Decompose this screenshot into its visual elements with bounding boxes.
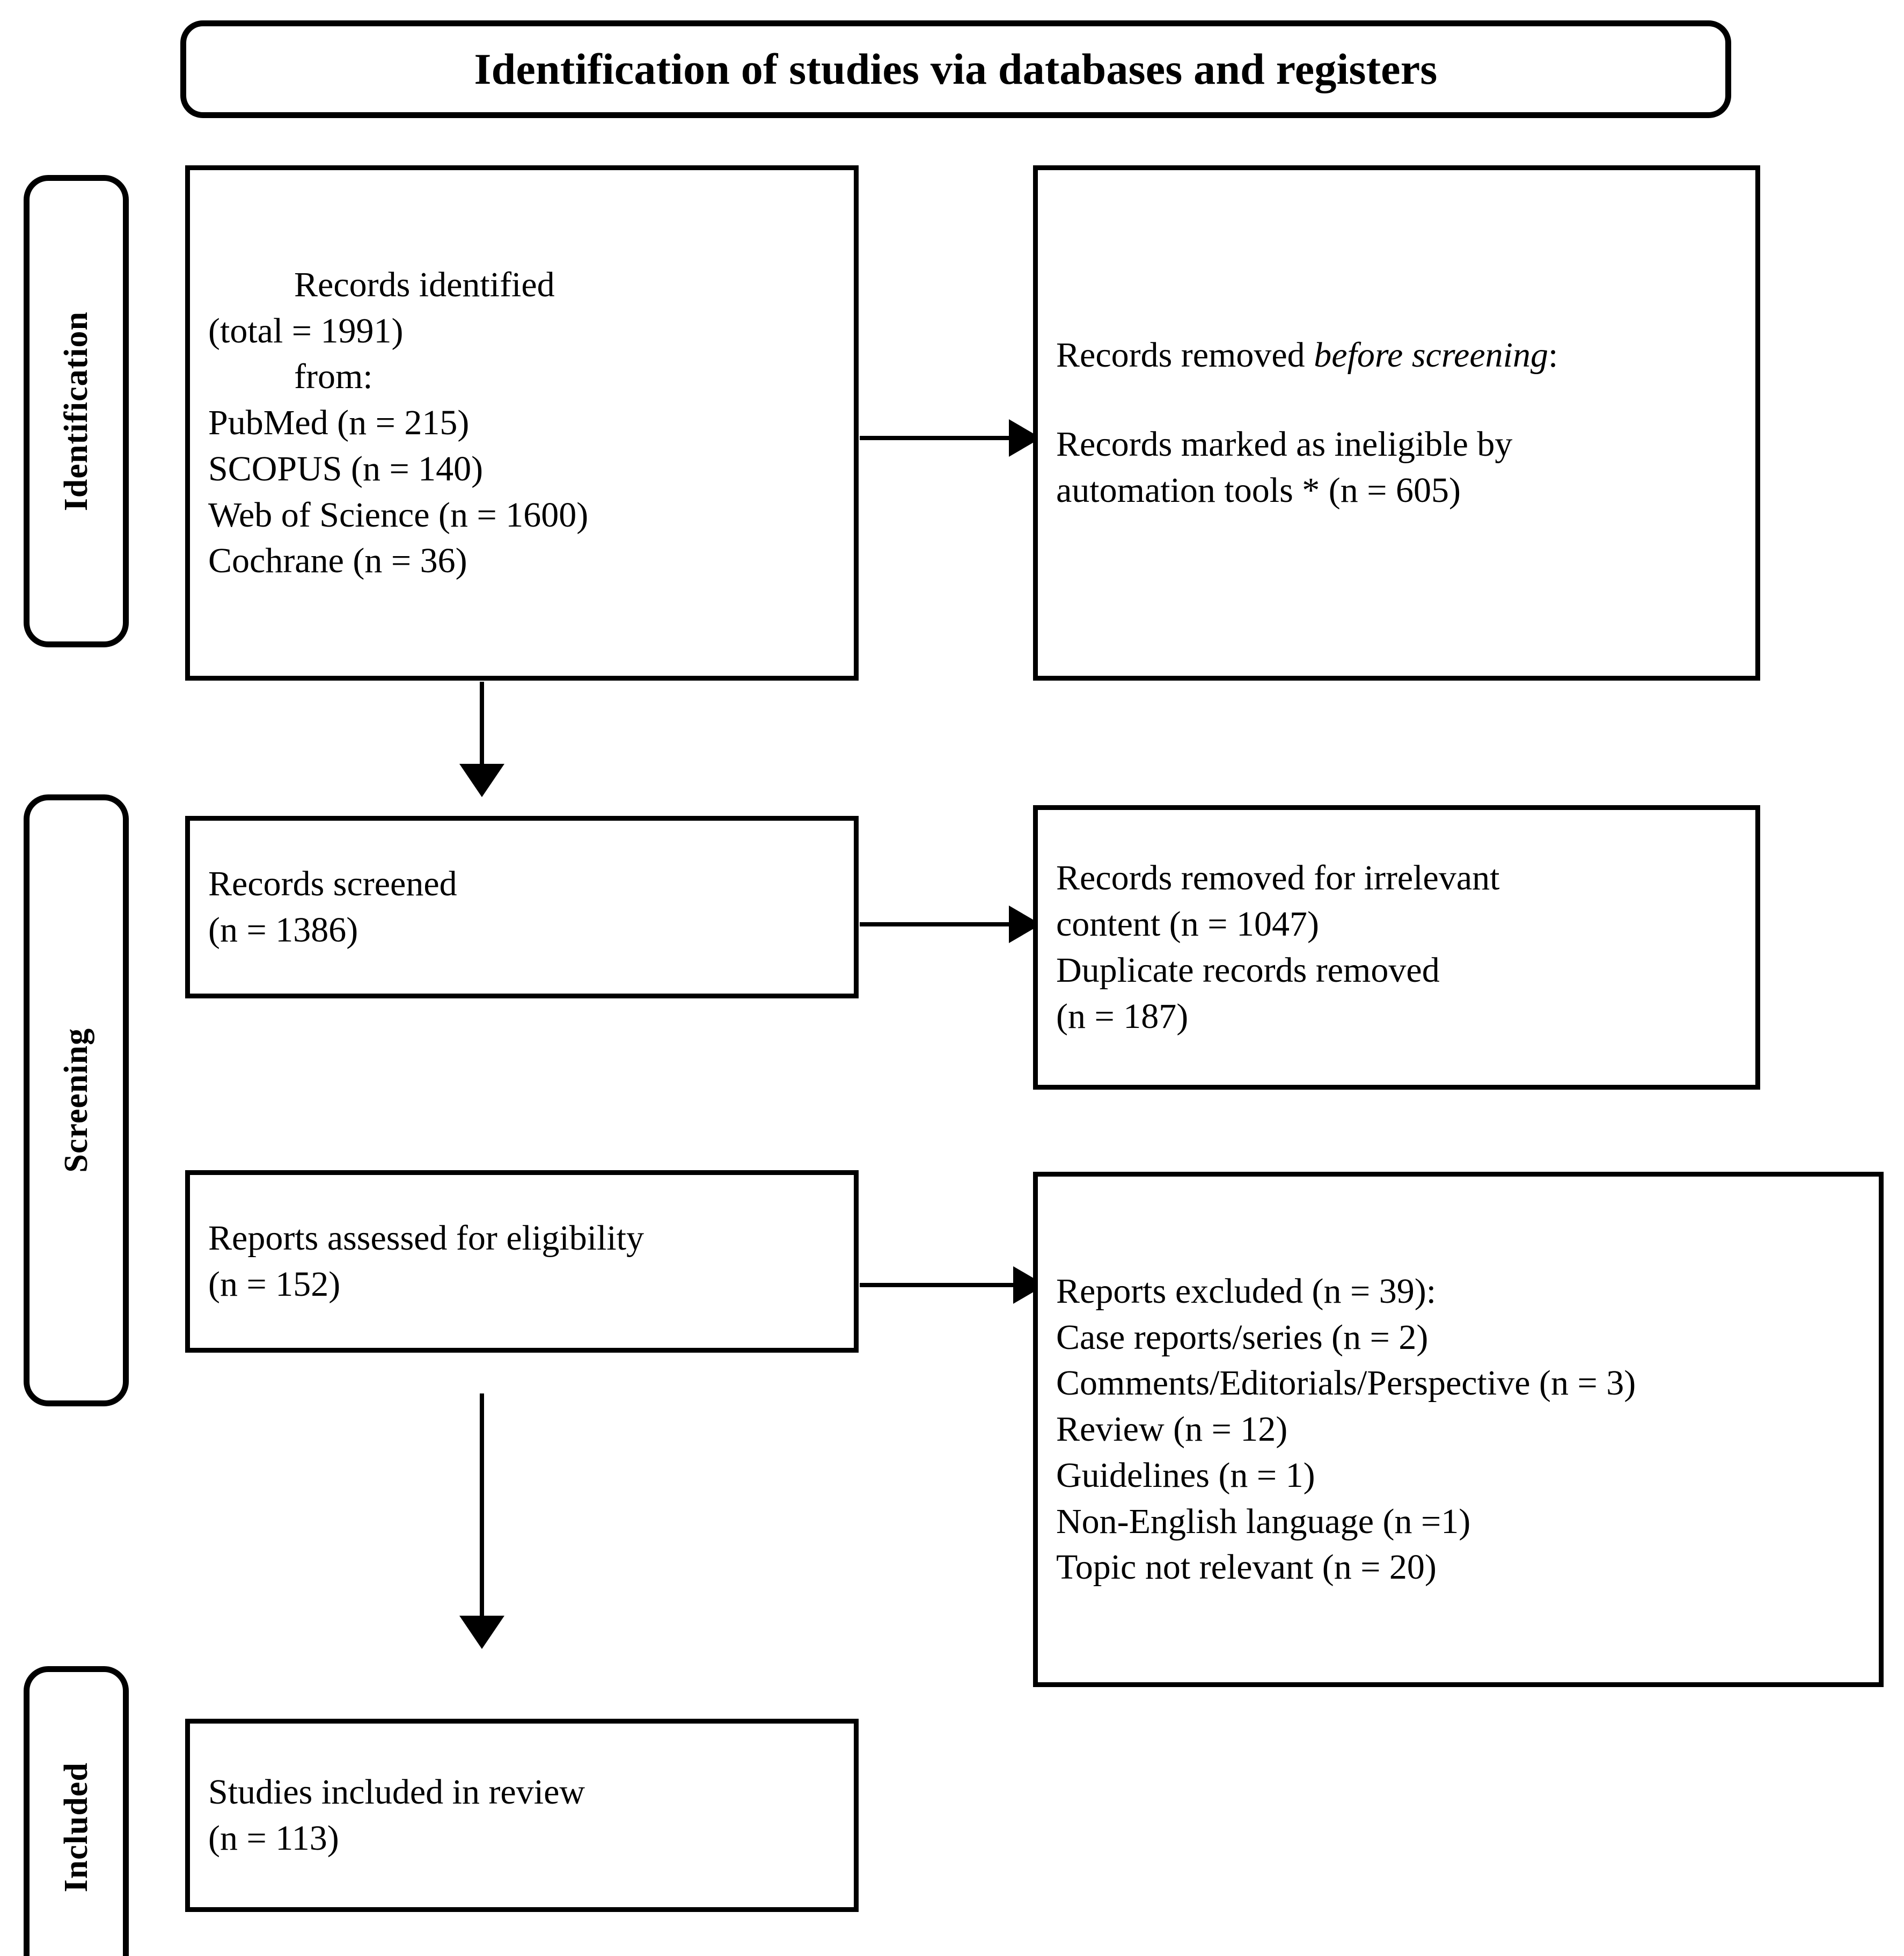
records-screened-line-2: (n = 1386): [208, 910, 358, 950]
arrow-identified-to-screened-head: [459, 764, 504, 797]
stage-tab-screening: Screening: [24, 794, 129, 1406]
arrow-assessed-to-included-shaft: [480, 1393, 484, 1630]
records-identified-line-2: (total = 1991): [208, 311, 404, 351]
stage-label-included: Included: [58, 1762, 94, 1893]
studies-included-line-2: (n = 113): [208, 1819, 339, 1858]
removed-before-screening-line-1: Records removed before screening:: [1056, 332, 1737, 378]
box-records-removed-before-screening: Records removed before screening: Record…: [1033, 165, 1760, 681]
removed-irrelevant-line-1: Records removed for irrelevant: [1056, 858, 1500, 898]
box-records-screened: Records screened (n = 1386): [185, 816, 859, 998]
box-records-identified: Records identified (total = 1991) from: …: [185, 165, 859, 681]
reports-excluded-line-1: Reports excluded (n = 39):: [1056, 1271, 1437, 1311]
arrow-identified-to-removed-shaft: [860, 436, 1015, 440]
records-identified-line-7: Cochrane (n = 36): [208, 541, 467, 581]
reports-excluded-line-4: Review (n = 12): [1056, 1410, 1288, 1449]
reports-excluded-line-3: Comments/Editorials/Perspective (n = 3): [1056, 1363, 1636, 1403]
records-identified-line-6: Web of Science (n = 1600): [208, 495, 589, 535]
arrow-assessed-to-excluded-shaft: [860, 1283, 1021, 1287]
diagram-title: Identification of studies via databases …: [474, 45, 1438, 93]
removed-before-screening-italic: before screening: [1314, 335, 1548, 375]
removed-before-screening-line-3: automation tools * (n = 605): [1056, 470, 1461, 510]
studies-included-line-1: Studies included in review: [208, 1772, 585, 1812]
arrow-assessed-to-included-head: [459, 1616, 504, 1649]
box-studies-included: Studies included in review (n = 113): [185, 1719, 859, 1912]
records-identified-line-4: PubMed (n = 215): [208, 403, 470, 443]
box-reports-excluded: Reports excluded (n = 39): Case reports/…: [1033, 1172, 1884, 1687]
reports-excluded-line-7: Topic not relevant (n = 20): [1056, 1548, 1437, 1587]
records-identified-line-1: Records identified: [294, 265, 555, 304]
stage-tab-identification: Identification: [24, 175, 129, 647]
removed-before-screening-plain: Records removed: [1056, 335, 1314, 375]
removed-before-screening-spacer: [1056, 378, 1737, 421]
stage-tab-included: Included: [24, 1666, 129, 1956]
reports-excluded-line-5: Guidelines (n = 1): [1056, 1455, 1315, 1495]
removed-before-screening-line-2: Records marked as ineligible by: [1056, 425, 1513, 464]
removed-irrelevant-line-2: content (n = 1047): [1056, 904, 1319, 944]
reports-assessed-line-2: (n = 152): [208, 1265, 341, 1304]
box-records-removed-irrelevant: Records removed for irrelevant content (…: [1033, 805, 1760, 1090]
removed-irrelevant-line-3: Duplicate records removed: [1056, 951, 1440, 990]
reports-assessed-line-1: Reports assessed for eligibility: [208, 1218, 645, 1258]
diagram-title-banner: Identification of studies via databases …: [180, 20, 1731, 118]
arrow-screened-to-removed-shaft: [860, 922, 1015, 926]
reports-excluded-line-6: Non-English language (n =1): [1056, 1501, 1471, 1541]
arrow-identified-to-screened-shaft: [480, 682, 484, 778]
records-identified-line-3: from:: [294, 357, 373, 397]
stage-label-screening: Screening: [58, 1028, 94, 1173]
removed-before-screening-tail: :: [1548, 335, 1558, 375]
removed-irrelevant-line-4: (n = 187): [1056, 996, 1189, 1036]
box-reports-assessed: Reports assessed for eligibility (n = 15…: [185, 1170, 859, 1353]
records-identified-line-5: SCOPUS (n = 140): [208, 449, 484, 488]
stage-label-identification: Identification: [58, 311, 94, 512]
records-screened-line-1: Records screened: [208, 864, 457, 904]
reports-excluded-line-2: Case reports/series (n = 2): [1056, 1317, 1429, 1357]
